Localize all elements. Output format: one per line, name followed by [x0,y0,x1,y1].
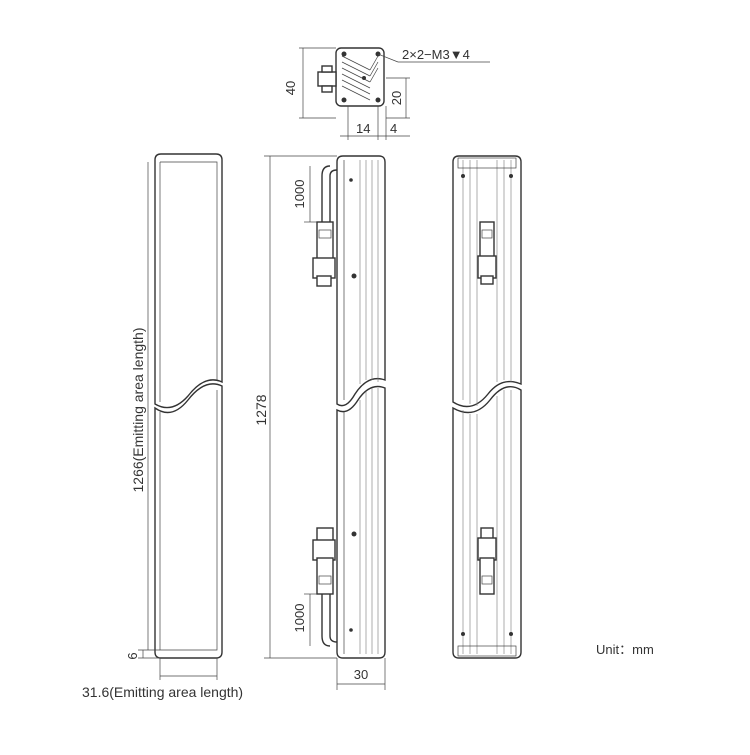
top-w14-label: 14 [356,121,370,136]
upper-1000-label: 1000 [292,180,307,209]
side-view [264,155,386,690]
back-view [452,155,522,659]
top-thread-label: 2×2−M3▼4 [402,47,470,62]
width-30-label: 30 [354,667,368,682]
top-offset-label: 20 [389,91,404,105]
top-w4-label: 4 [390,121,397,136]
emitting-length-label: 1266(Emitting area length) [130,328,146,493]
top-end-view [299,47,490,140]
front-view [138,153,223,680]
lower-1000-label: 1000 [292,604,307,633]
emitting-width-label: 31.6(Emitting area length) [82,684,243,700]
top-width-label: 40 [283,81,298,95]
total-length-label: 1278 [253,394,269,425]
unit-label: Unit：mm [596,642,654,657]
edge-6-label: 6 [125,652,140,659]
